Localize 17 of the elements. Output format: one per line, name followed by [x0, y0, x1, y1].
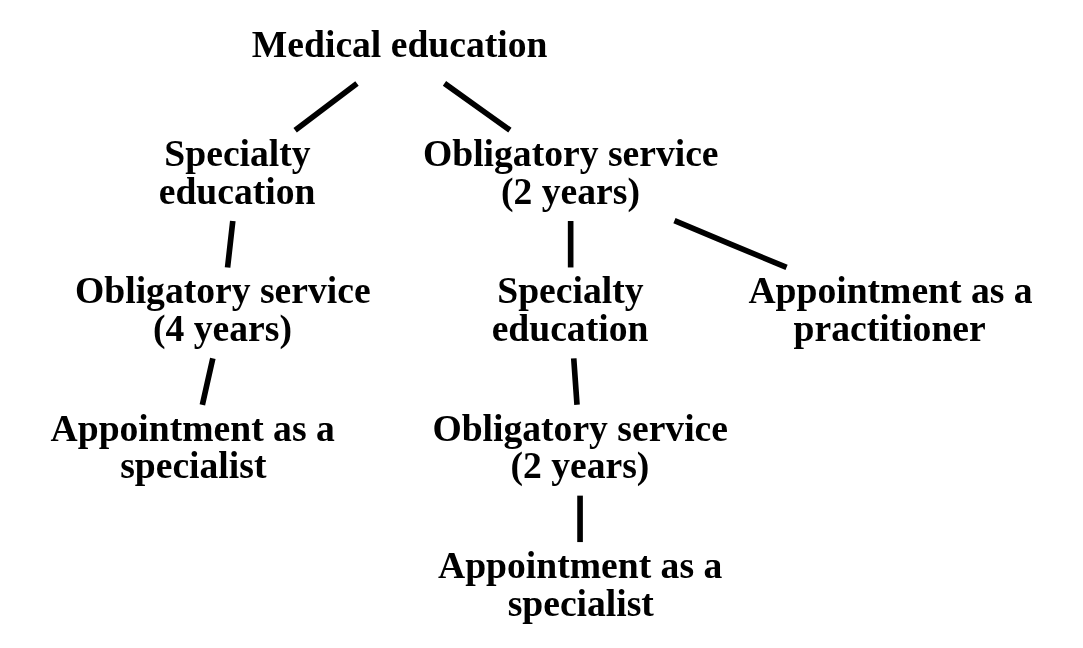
- node-text: Specialty education: [158, 132, 316, 212]
- node-text: Obligatory service (2 years): [432, 406, 728, 487]
- connector: [577, 495, 583, 543]
- node-text: Medical education: [251, 22, 548, 65]
- node-text: Obligatory service (4 years): [75, 269, 371, 349]
- connector: [199, 357, 216, 406]
- node-text: Obligatory service (2 years): [423, 132, 719, 212]
- node-text: Appointment as a practitioner: [748, 269, 1033, 349]
- node-text: Appointment as a specialist: [50, 406, 335, 487]
- connector: [224, 220, 236, 268]
- connector: [442, 81, 512, 133]
- connector: [570, 358, 580, 405]
- node-text: Specialty education: [491, 269, 649, 349]
- node-text: Appointment as a specialist: [438, 543, 723, 624]
- connector: [673, 218, 788, 271]
- connector: [567, 221, 574, 268]
- connector: [293, 81, 359, 133]
